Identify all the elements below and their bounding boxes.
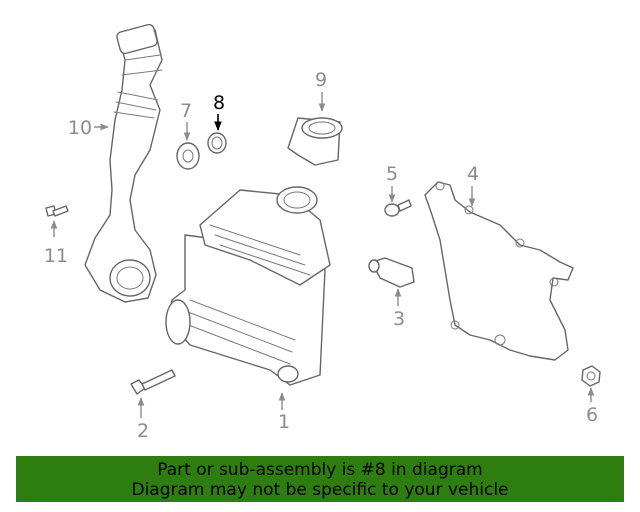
callout-9[interactable]: 9: [315, 69, 327, 91]
part-1-intercooler[interactable]: [165, 186, 331, 386]
part-info-banner: Part or sub-assembly is #8 in diagram Di…: [16, 456, 624, 502]
part-7-grommet[interactable]: [176, 142, 200, 170]
callout-6[interactable]: 6: [586, 404, 598, 426]
part-5-bolt[interactable]: [384, 199, 412, 217]
callout-arrows: [50, 92, 595, 418]
part-3-sensor[interactable]: [368, 257, 415, 288]
banner-line-2: Diagram may not be specific to your vehi…: [131, 480, 509, 500]
callout-8[interactable]: 8: [213, 92, 225, 114]
callout-1[interactable]: 1: [278, 411, 290, 433]
callout-3[interactable]: 3: [393, 308, 405, 330]
callout-labels: 1 2 3 4 5 6 7 8 9 10 11: [44, 69, 598, 442]
part-8-o-ring[interactable]: [207, 132, 227, 154]
part-10-charge-air-hose[interactable]: [84, 23, 163, 303]
part-11-bolt[interactable]: [45, 205, 69, 217]
callout-7[interactable]: 7: [180, 100, 192, 122]
callout-2[interactable]: 2: [137, 420, 149, 442]
part-6-nut[interactable]: [581, 365, 601, 387]
callout-11[interactable]: 11: [44, 245, 68, 267]
callout-10[interactable]: 10: [68, 117, 92, 139]
part-2-bolt[interactable]: [130, 369, 176, 395]
callout-5[interactable]: 5: [386, 163, 398, 185]
callout-4[interactable]: 4: [467, 163, 479, 185]
part-4-bracket[interactable]: [424, 181, 574, 361]
banner-line-1: Part or sub-assembly is #8 in diagram: [157, 460, 483, 480]
part-9-intake-pipe[interactable]: [287, 117, 343, 166]
